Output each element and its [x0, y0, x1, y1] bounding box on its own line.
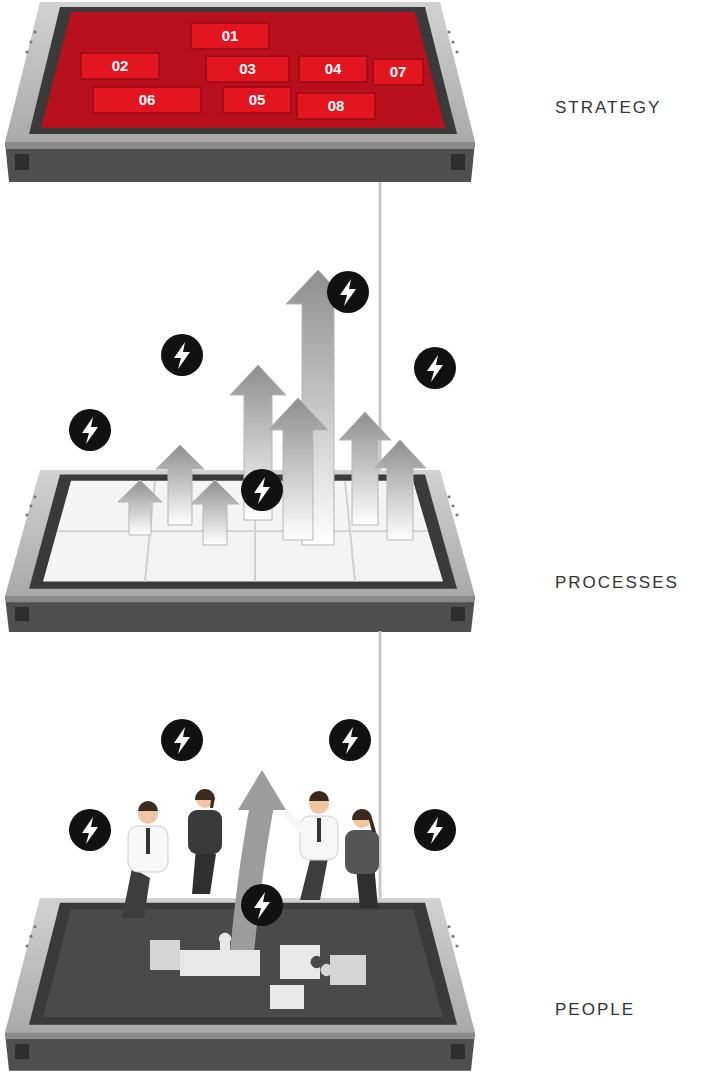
- lightning-badge: [414, 347, 456, 389]
- strategy-tile: 02: [80, 52, 160, 80]
- people-chip: PEOPLE: [5, 898, 475, 1069]
- strategy-tile: 01: [190, 22, 270, 50]
- growth-arrow: [268, 398, 328, 540]
- growth-arrow: [230, 365, 286, 520]
- layer-label: PEOPLE: [555, 999, 635, 1021]
- lightning-badge: [327, 271, 369, 313]
- growth-arrow: [191, 480, 239, 545]
- strategy-tile: 06: [92, 86, 202, 114]
- person-tie: [317, 818, 321, 842]
- support-post: [27, 150, 30, 520]
- tile-number: 03: [239, 60, 256, 78]
- support-post: [439, 600, 442, 940]
- support-post: [89, 600, 92, 940]
- strategy-tile: 03: [205, 55, 290, 83]
- red-die: [41, 12, 445, 128]
- tile-number: 08: [328, 97, 345, 115]
- strategy-tile: 05: [222, 86, 292, 114]
- team-arrow-head: [238, 770, 286, 810]
- person-torso: [300, 816, 338, 860]
- strategy-tile: 04: [298, 55, 368, 83]
- person: [122, 801, 168, 918]
- lightning-badge: [241, 469, 283, 511]
- support-post: [149, 150, 152, 520]
- person-tie: [146, 828, 150, 854]
- puzzle-piece: [280, 945, 320, 979]
- person: [288, 791, 338, 900]
- layer-label: STRATEGY: [555, 97, 661, 119]
- support-post: [89, 150, 92, 520]
- strategy-tile: 08: [296, 92, 376, 120]
- growth-arrows: [118, 270, 426, 545]
- tile-number: 01: [222, 27, 239, 45]
- growth-arrow: [118, 480, 162, 535]
- chip-body: [5, 2, 475, 182]
- tile-number: 02: [112, 57, 129, 75]
- person-hair: [352, 809, 376, 832]
- person-torso: [345, 830, 379, 874]
- tile-number: 05: [249, 91, 266, 109]
- person-hair: [138, 801, 158, 811]
- person-hair: [195, 789, 215, 808]
- person-hair: [309, 791, 329, 801]
- lightning-badge: [161, 334, 203, 376]
- tile-number: 04: [325, 60, 342, 78]
- support-post: [209, 150, 212, 520]
- person-arm: [288, 814, 300, 828]
- growth-arrow: [156, 445, 204, 525]
- person-torso: [188, 810, 222, 854]
- layer-label: PROCESSES: [555, 572, 679, 594]
- lightning-badge: [69, 809, 111, 851]
- support-post: [149, 600, 152, 940]
- strategy-chip: STRATEGY0102030407060508: [5, 2, 475, 182]
- lightning-badge: [161, 719, 203, 761]
- puzzle-piece: [321, 955, 366, 985]
- person-legs: [122, 868, 150, 918]
- team-scene: [122, 770, 379, 1009]
- person-torso: [128, 826, 168, 872]
- lightning-badge: [241, 884, 283, 926]
- tile-number: 07: [390, 63, 407, 81]
- person: [188, 789, 222, 894]
- support-post: [27, 600, 30, 940]
- lightning-badge: [414, 809, 456, 851]
- lightning-badge: [329, 719, 371, 761]
- strategy-tile: 07: [372, 58, 424, 86]
- person: [345, 809, 379, 908]
- lightning-badge: [69, 409, 111, 451]
- puzzle-piece: [150, 940, 180, 970]
- platform-grid: [57, 530, 428, 532]
- processes-chip: PROCESSES: [5, 470, 475, 631]
- strategy-chip-drawing: [5, 2, 475, 182]
- puzzle-piece: [270, 985, 304, 1009]
- support-post: [439, 150, 442, 520]
- puzzle-piece: [180, 933, 260, 976]
- tile-number: 06: [139, 91, 156, 109]
- person-legs: [192, 848, 216, 894]
- growth-arrow: [374, 440, 426, 540]
